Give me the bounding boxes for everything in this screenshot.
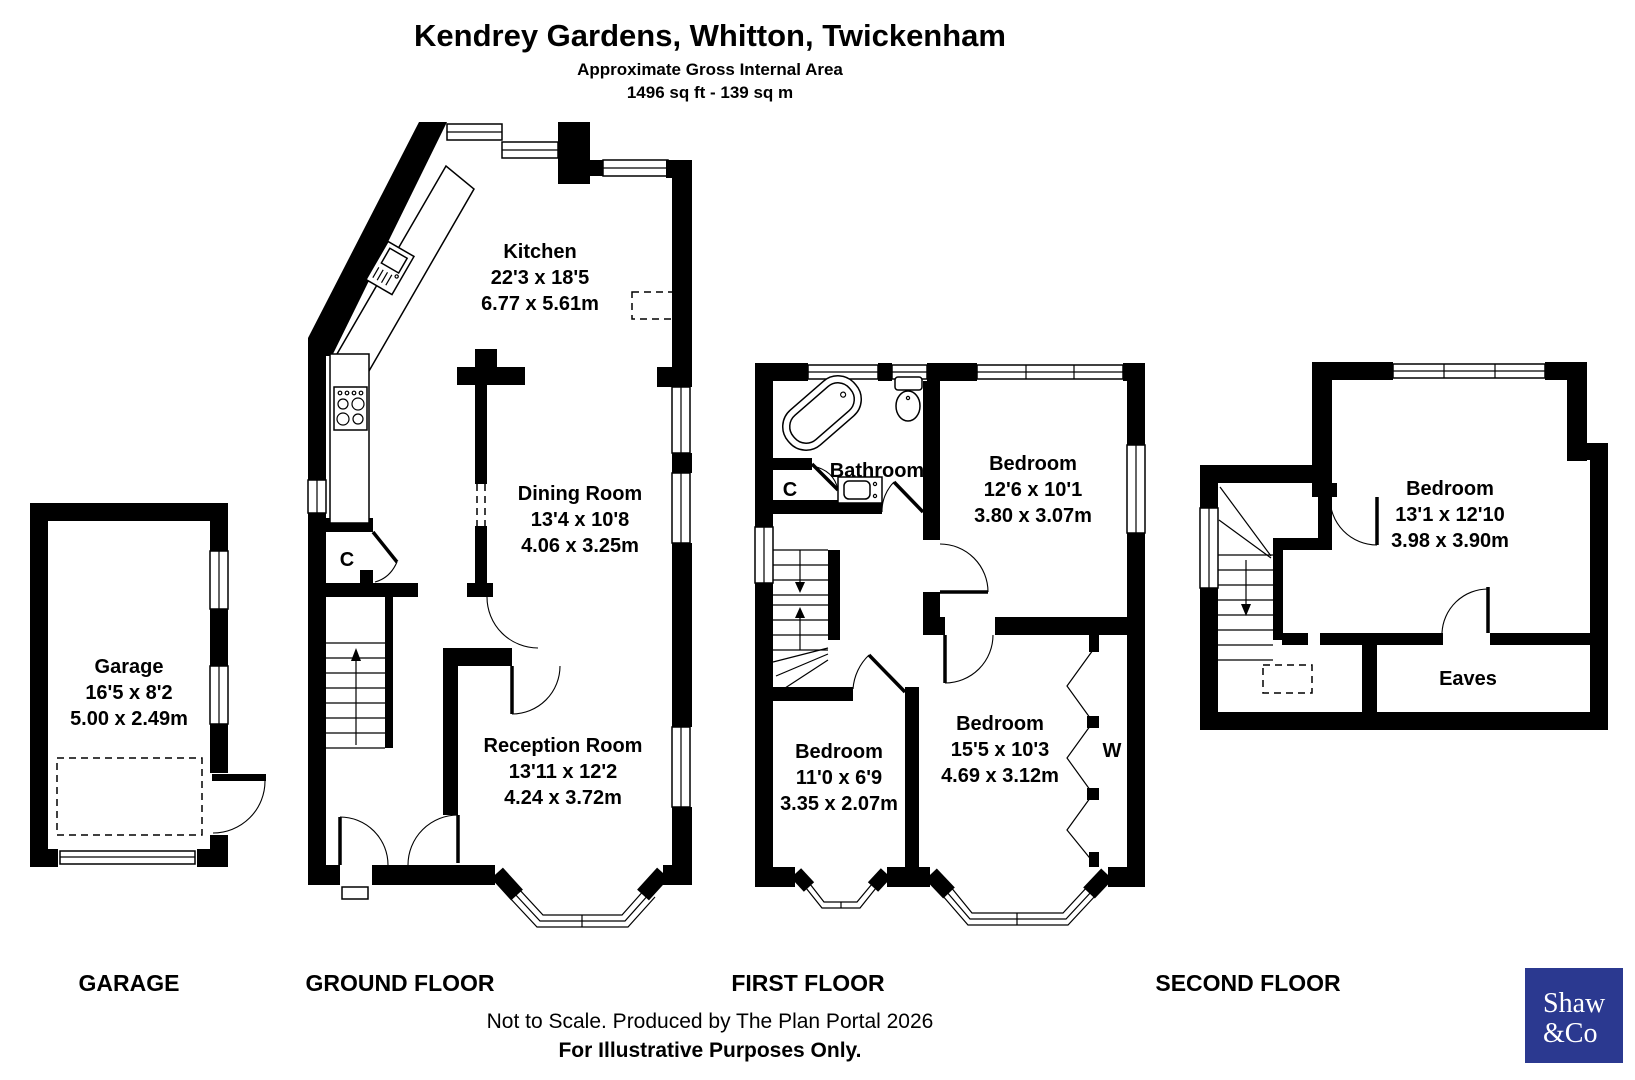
dining-door-arc [486, 596, 539, 649]
reception-door [407, 814, 460, 866]
garage-room-metric: 5.00 x 2.49m [70, 708, 188, 730]
bedroom2-name: Bedroom [956, 713, 1044, 735]
bedroom2-door [943, 634, 994, 684]
page-subtitle: Approximate Gross Internal Area [577, 60, 843, 79]
bedroom3-door [852, 653, 907, 694]
bedroom3-imperial: 11'0 x 6'9 [796, 767, 882, 789]
garage-parking-outline [56, 757, 203, 836]
bathroom-door [881, 480, 925, 514]
bedroom1-name: Bedroom [989, 453, 1077, 475]
bedroom2-imperial: 15'5 x 10'3 [951, 739, 1050, 761]
bathtub-icon [781, 375, 863, 451]
eaves-label: Eaves [1439, 668, 1497, 690]
ground-stairs [326, 583, 418, 749]
kitchen-hob [333, 386, 368, 431]
page-title: Kendrey Gardens, Whitton, Twickenham [414, 18, 1006, 53]
footer-disclaimer: Not to Scale. Produced by The Plan Porta… [487, 1010, 934, 1033]
dining-reception-door [510, 665, 561, 715]
garage-floor-label: GARAGE [79, 970, 180, 996]
first-floor-plan: C [751, 363, 1149, 926]
dining-imperial: 13'4 x 10'8 [531, 509, 630, 531]
reception-imperial: 13'11 x 12'2 [509, 761, 618, 783]
bedroom1-metric: 3.80 x 3.07m [974, 505, 1092, 527]
first-cupboard-label: C [783, 479, 797, 501]
eaves-door [1441, 587, 1490, 634]
page-area: 1496 sq ft - 139 sq m [627, 83, 793, 102]
garage-plan: Garage 16'5 x 8'2 5.00 x 2.49m [30, 503, 266, 867]
kitchen-metric: 6.77 x 5.61m [481, 293, 599, 315]
agency-logo: Shaw &Co [1525, 968, 1623, 1063]
kitchen-name: Kitchen [503, 241, 576, 263]
dining-metric: 4.06 x 3.25m [521, 535, 639, 557]
footer-illustrative: For Illustrative Purposes Only. [558, 1039, 861, 1062]
wardrobe-label: W [1103, 740, 1122, 762]
garage-side-door [206, 773, 266, 835]
reception-metric: 4.24 x 3.72m [504, 787, 622, 809]
second-stairs [1218, 486, 1273, 661]
ground-floor-plan: C Kitchen 22'3 x 18'5 6.77 x 5.61m Dinin… [304, 122, 694, 928]
kitchen-imperial: 22'3 x 18'5 [491, 267, 590, 289]
first-floor-label: FIRST FLOOR [731, 970, 885, 996]
kitchen-sink [364, 240, 416, 296]
logo-background [1525, 968, 1623, 1063]
bedroom3-name: Bedroom [795, 741, 883, 763]
reception-bay-window [491, 867, 669, 928]
bedroom3-metric: 3.35 x 2.07m [780, 793, 898, 815]
bedroom2-bay-window [925, 868, 1113, 926]
logo-line1: Shaw [1543, 988, 1606, 1019]
kitchen-counter [329, 353, 370, 524]
second-bedroom-imperial: 13'1 x 12'10 [1395, 504, 1505, 526]
bathroom-name: Bathroom [830, 460, 924, 482]
second-bedroom-name: Bedroom [1406, 478, 1494, 500]
basin-icon [837, 476, 883, 504]
second-bedroom-metric: 3.98 x 3.90m [1391, 530, 1509, 552]
ground-cupboard: C [326, 518, 399, 583]
bedroom3-bay-window [790, 868, 892, 909]
ground-cupboard-label: C [340, 549, 354, 571]
bedroom1-door [939, 543, 989, 594]
first-cupboard: C [773, 458, 840, 501]
reception-name: Reception Room [484, 735, 643, 757]
garage-door [58, 849, 197, 867]
dining-name: Dining Room [518, 483, 642, 505]
garage-room-imperial: 16'5 x 8'2 [85, 682, 172, 704]
bedroom1-imperial: 12'6 x 10'1 [984, 479, 1083, 501]
wardrobe: W [1066, 635, 1122, 867]
first-stairs [772, 549, 840, 691]
kitchen-island-outline [631, 291, 681, 320]
second-bedroom-door [1329, 496, 1379, 546]
second-floor-label: SECOND FLOOR [1155, 970, 1341, 996]
front-door [338, 816, 389, 900]
logo-line2: &Co [1543, 1018, 1597, 1049]
bedroom2-metric: 4.69 x 3.12m [941, 765, 1059, 787]
storage-outline [1262, 664, 1313, 694]
second-floor-plan: Bedroom 13'1 x 12'10 3.98 x 3.90m Eaves [1196, 362, 1608, 730]
ground-floor-label: GROUND FLOOR [305, 970, 494, 996]
toilet-icon [894, 376, 923, 422]
garage-room-name: Garage [95, 656, 164, 678]
